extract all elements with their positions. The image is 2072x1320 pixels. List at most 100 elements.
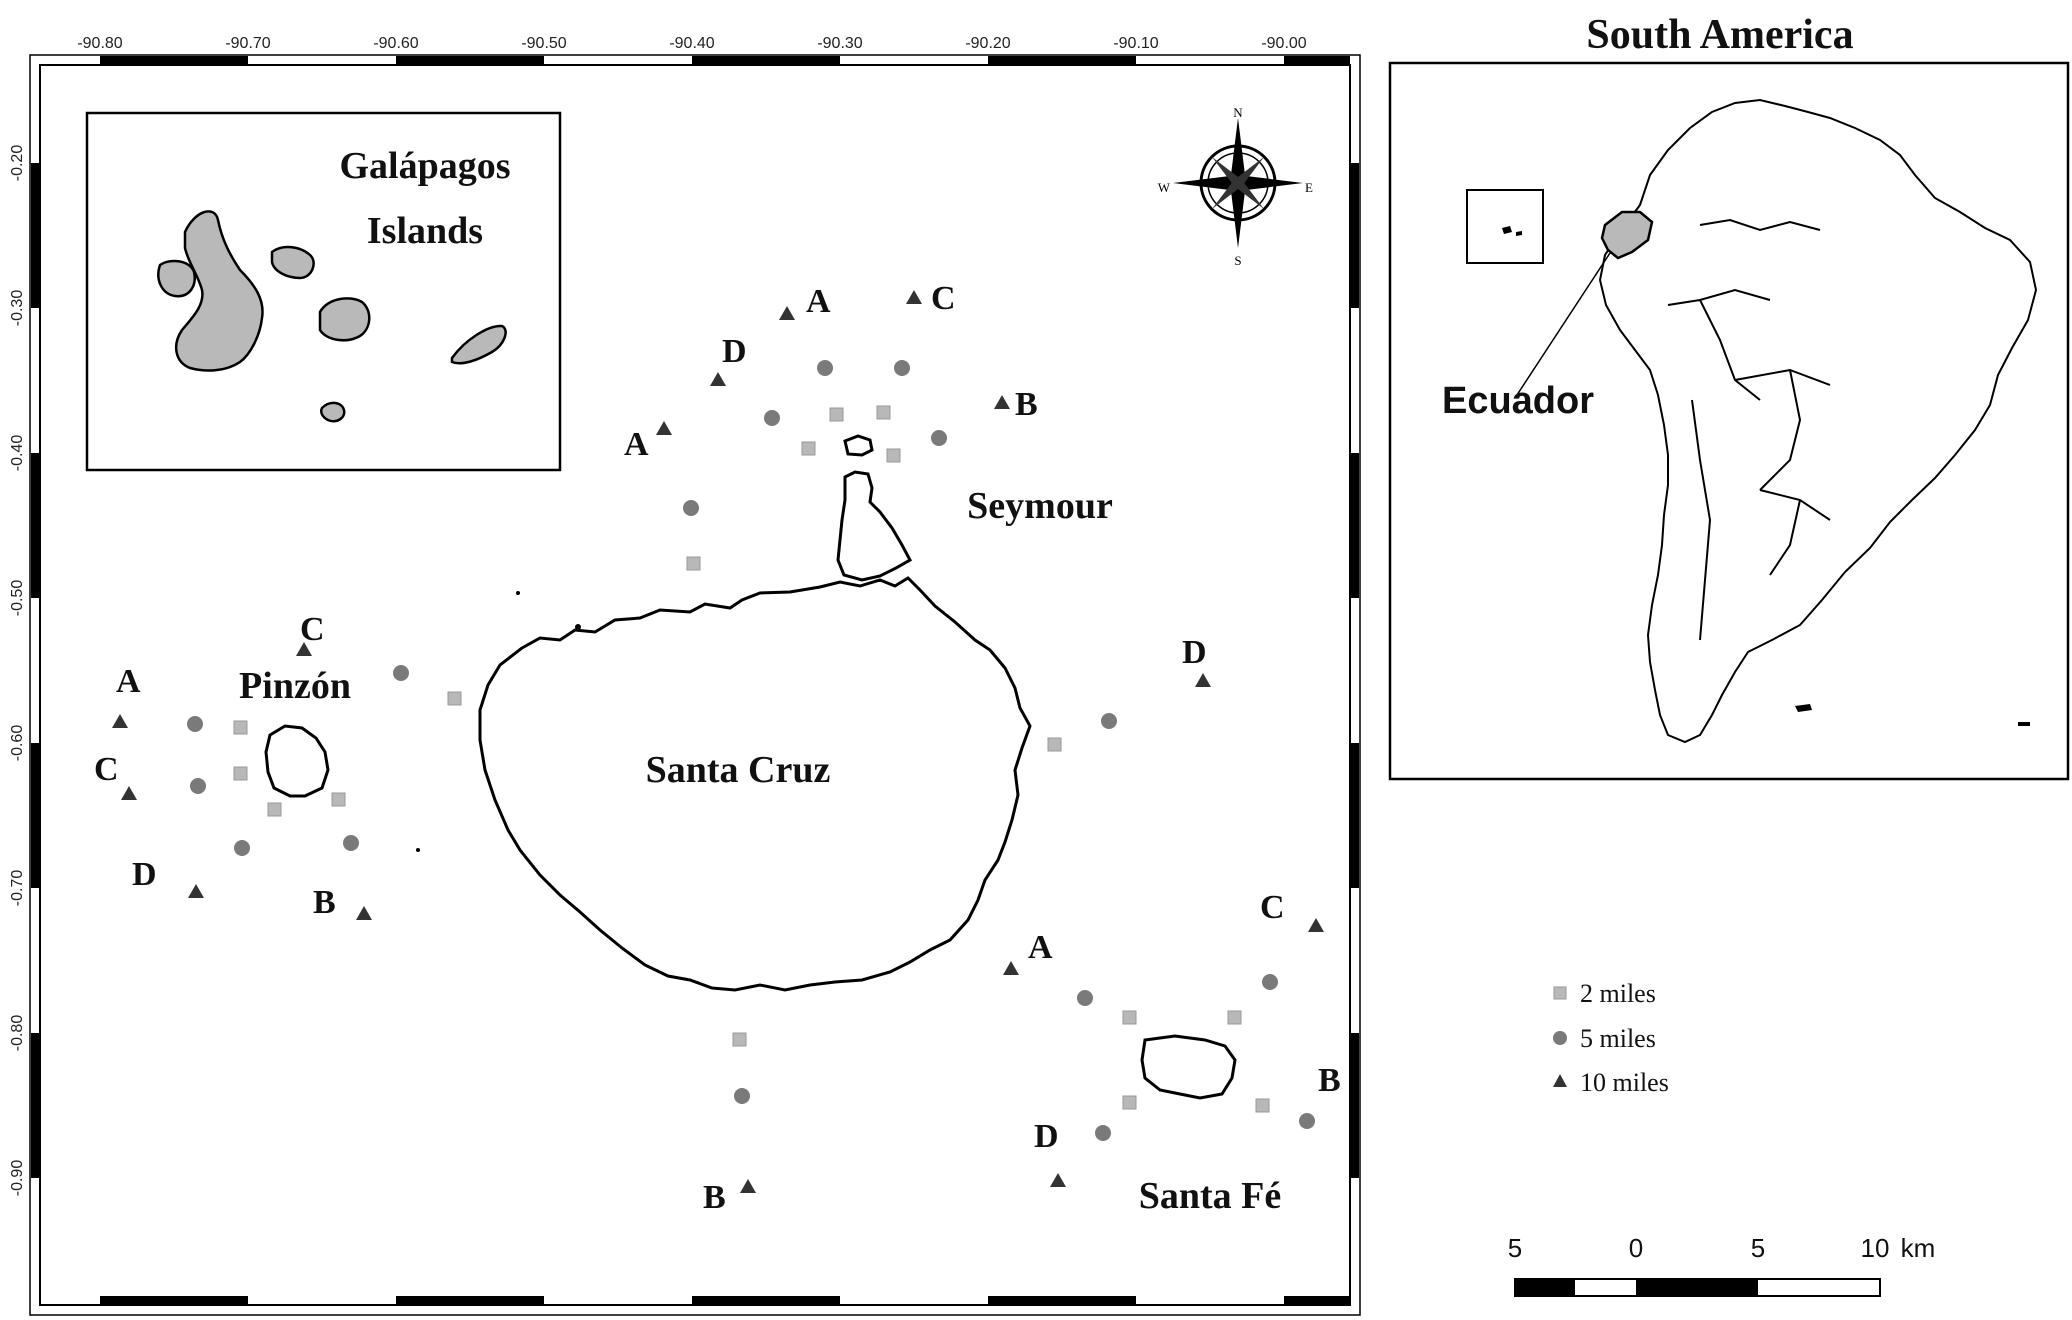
site-2mi	[447, 691, 462, 706]
site-label-b: B	[1015, 386, 1038, 423]
label-santa-fe: Santa Fé	[1139, 1175, 1282, 1217]
compass-s: S	[1234, 253, 1241, 268]
lon-tick-label: -90.70	[225, 35, 270, 52]
site-5mi	[931, 430, 947, 446]
lat-tick-label: -0.80	[9, 1015, 26, 1052]
graticule-right	[1350, 163, 1359, 1178]
site-2mi	[1227, 1010, 1242, 1025]
site-2mi	[233, 720, 248, 735]
san-cristobal-inset	[450, 324, 507, 365]
site-2mi	[1047, 737, 1062, 752]
sites-10-miles	[112, 290, 1324, 1193]
lon-tick-label: -90.60	[373, 35, 418, 52]
lon-tick-label: -90.40	[669, 35, 714, 52]
site-10mi	[1003, 961, 1019, 975]
fernandina-island	[157, 259, 196, 298]
scale-tick-5-right: 5	[1751, 1233, 1765, 1263]
site-10mi	[1308, 918, 1324, 932]
site-5mi	[683, 500, 699, 516]
graticule-left	[31, 163, 40, 1178]
site-10mi	[1195, 673, 1211, 687]
lon-tick-label: -90.10	[1113, 35, 1158, 52]
site-5mi	[817, 360, 833, 376]
graticule-top	[100, 56, 1350, 65]
legend-label-2mi: 2 miles	[1580, 979, 1656, 1008]
scale-bar: 5 0 5 10 km	[1508, 1233, 1936, 1297]
legend-square-icon	[1553, 986, 1567, 1000]
site-2mi	[1122, 1010, 1137, 1025]
lon-tick-label: -90.20	[965, 35, 1010, 52]
site-5mi	[1299, 1113, 1315, 1129]
site-label-a: A	[806, 283, 831, 320]
label-santa-cruz: Santa Cruz	[646, 749, 831, 791]
inset-title-line1: Galápagos	[339, 145, 510, 187]
site-10mi	[710, 372, 726, 386]
site-2mi	[732, 1032, 747, 1047]
site-2mi	[876, 405, 891, 420]
site-label-b: B	[703, 1179, 726, 1216]
site-5mi	[1095, 1125, 1111, 1141]
site-10mi	[296, 642, 312, 656]
lon-tick-label: -90.00	[1261, 35, 1306, 52]
site-10mi	[994, 395, 1010, 409]
site-label-d: D	[1182, 634, 1207, 671]
lat-tick-label: -0.50	[9, 580, 26, 617]
site-label-c: C	[94, 751, 119, 788]
main-map: -90.80 -90.70 -90.60 -90.50 -90.40 -90.3…	[9, 35, 1669, 1316]
site-2mi	[267, 802, 282, 817]
site-5mi	[894, 360, 910, 376]
compass-w: W	[1158, 180, 1171, 195]
site-2mi	[233, 766, 248, 781]
site-label-a: A	[624, 426, 649, 463]
site-label-d: D	[1034, 1118, 1059, 1155]
site-2mi	[1122, 1095, 1137, 1110]
santa-fe-island	[1140, 1034, 1237, 1100]
galapagos-inset: Galápagos Islands	[85, 111, 562, 472]
map-outer-border	[29, 54, 1361, 1316]
site-label-a: A	[1028, 929, 1053, 966]
country-borders	[1667, 218, 1831, 641]
compass-n: N	[1233, 105, 1243, 120]
santa-cruz-island	[478, 576, 1032, 992]
site-5mi	[343, 835, 359, 851]
site-5mi	[1101, 713, 1117, 729]
compass-rose: N S E W	[1158, 105, 1313, 268]
site-10mi	[779, 306, 795, 320]
site-10mi	[188, 884, 204, 898]
site-2mi	[686, 556, 701, 571]
sites-2-miles	[233, 405, 1270, 1113]
lat-tick-label: -0.90	[9, 1160, 26, 1197]
sites-5-miles	[187, 360, 1315, 1141]
legend-circle-icon	[1553, 1031, 1567, 1045]
site-5mi	[187, 716, 203, 732]
lat-tick-label: -0.70	[9, 870, 26, 907]
legend-triangle-icon	[1553, 1074, 1567, 1087]
site-5mi	[190, 778, 206, 794]
site-2mi	[331, 792, 346, 807]
inset-title-line2: Islands	[367, 210, 483, 252]
floreana-inset	[320, 401, 346, 423]
site-2mi	[801, 441, 816, 456]
site-label-d: D	[722, 333, 747, 370]
south-america-title: South America	[1586, 12, 1853, 58]
south-america-inset: South America Ecuador	[1388, 12, 2070, 781]
scale-tick-0: 0	[1629, 1233, 1643, 1263]
site-5mi	[734, 1088, 750, 1104]
site-5mi	[1262, 974, 1278, 990]
scale-unit: km	[1901, 1233, 1936, 1263]
scale-tick-5-left: 5	[1508, 1233, 1522, 1263]
lat-tick-label: -0.40	[9, 435, 26, 472]
site-label-c: C	[300, 611, 325, 648]
site-label-c: C	[1260, 889, 1285, 926]
pinzon-island	[264, 724, 330, 798]
seymour-island	[836, 470, 913, 582]
legend-label-5mi: 5 miles	[1580, 1024, 1656, 1053]
lat-tick-label: -0.60	[9, 725, 26, 762]
site-5mi	[1077, 990, 1093, 1006]
ecuador-label: Ecuador	[1442, 380, 1594, 422]
label-seymour: Seymour	[967, 485, 1113, 527]
ecuador-callout-line	[1514, 252, 1611, 399]
graticule-bottom	[100, 1296, 1350, 1305]
site-5mi	[393, 665, 409, 681]
